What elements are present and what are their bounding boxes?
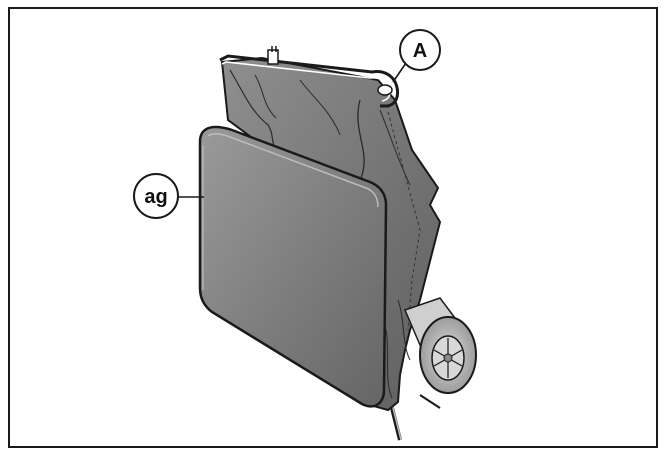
callout-a: A xyxy=(392,29,441,83)
callout-ag-circle xyxy=(133,173,179,219)
wheel-assembly xyxy=(390,297,477,441)
callout-a-circle xyxy=(399,29,441,71)
callout-a-leader xyxy=(392,62,407,83)
callout-ag-label: ag xyxy=(144,186,167,208)
catcher-lid-panel xyxy=(198,125,388,408)
callout-ag: ag xyxy=(133,173,204,219)
catcher-frame-handle xyxy=(219,46,400,108)
callout-a-label: A xyxy=(413,40,427,62)
